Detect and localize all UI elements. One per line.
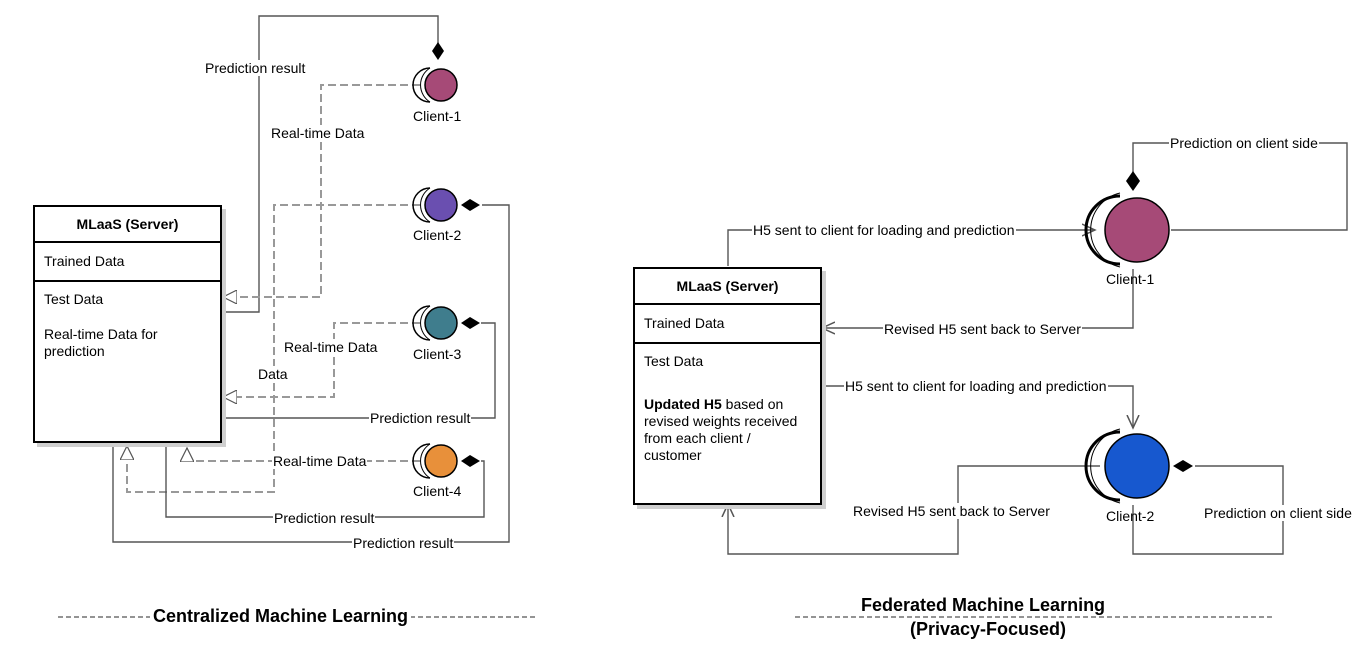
c2-diamond <box>461 199 480 211</box>
fed-client-2-label: Client-2 <box>1106 508 1155 524</box>
fed-client-2-node <box>1084 428 1170 504</box>
fed-server-title: MLaaS (Server) <box>635 269 820 305</box>
f2-revised-label: Revised H5 sent back to Server <box>852 503 1051 519</box>
fed-title-line1: Federated Machine Learning <box>858 595 1109 616</box>
c2-prediction-line <box>112 204 510 543</box>
client-2-label: Client-2 <box>413 227 462 243</box>
central-server-title: MLaaS (Server) <box>35 207 220 243</box>
fed-client-1-node <box>1084 192 1170 268</box>
c2-data-label: Data <box>257 366 289 382</box>
c1-prediction-label: Prediction result <box>204 60 307 76</box>
f2-revised-line <box>728 465 1100 555</box>
c4-prediction-label: Prediction result <box>273 510 376 526</box>
f1-revised-label: Revised H5 sent back to Server <box>883 321 1082 337</box>
c3-prediction-label: Prediction result <box>369 410 472 426</box>
fed-trained-data: Trained Data <box>635 305 820 344</box>
client-3-node <box>412 305 458 341</box>
central-test-section: Test Data Real-time Data for prediction <box>35 282 220 369</box>
central-realtime-data: Real-time Data for prediction <box>44 326 158 359</box>
c1-prediction-line <box>221 15 439 313</box>
c2-prediction-label: Prediction result <box>352 535 455 551</box>
fed-test-section: Test Data Updated H5 based on revised we… <box>635 344 820 473</box>
c4-prediction-line <box>165 443 485 518</box>
central-trained-data: Trained Data <box>35 243 220 282</box>
f2-prediction-loop <box>1132 465 1284 555</box>
fed-test-data: Test Data <box>644 353 704 369</box>
fed-server-box[interactable]: MLaaS (Server) Trained Data Test Data Up… <box>633 267 822 505</box>
client-1-label: Client-1 <box>413 108 462 124</box>
central-title: Centralized Machine Learning <box>150 606 412 627</box>
c4-realtime-label: Real-time Data <box>272 453 368 469</box>
f2-h5-label: H5 sent to client for loading and predic… <box>844 378 1108 394</box>
client-4-label: Client-4 <box>413 483 462 499</box>
f1-prediction-loop <box>1132 142 1348 231</box>
fed-updated-h5-rest: based on revised weights received from e… <box>644 396 798 463</box>
fed-title-line2: (Privacy-Focused) <box>907 619 1070 640</box>
f1-diamond <box>1126 171 1140 191</box>
fed-updated-h5-bold: Updated H5 <box>644 396 722 412</box>
f1-h5-label: H5 sent to client for loading and predic… <box>752 222 1016 238</box>
c4-diamond <box>461 455 480 467</box>
f2-prediction-label: Prediction on client side <box>1203 505 1353 521</box>
c3-prediction-line <box>221 322 496 419</box>
f2-diamond <box>1173 460 1193 472</box>
fed-updated-h5: Updated H5 based on revised weights rece… <box>644 396 811 464</box>
c2-data-line <box>127 204 420 493</box>
c1-realtime-label: Real-time Data <box>270 125 366 141</box>
c3-realtime-label: Real-time Data <box>283 339 379 355</box>
central-test-data: Test Data <box>44 291 104 307</box>
f1-prediction-label: Prediction on client side <box>1169 135 1319 151</box>
client-4-node <box>412 443 458 479</box>
client-3-label: Client-3 <box>413 346 462 362</box>
client-1-node <box>412 67 458 103</box>
c1-diamond <box>432 42 444 60</box>
c3-diamond <box>461 317 480 329</box>
f1-revised-line <box>822 269 1134 328</box>
fed-client-1-label: Client-1 <box>1106 271 1155 287</box>
c3-realtime-line <box>223 322 420 397</box>
client-2-node <box>412 187 458 223</box>
central-server-box[interactable]: MLaaS (Server) Trained Data Test Data Re… <box>33 205 222 443</box>
c1-realtime-line <box>223 84 420 297</box>
